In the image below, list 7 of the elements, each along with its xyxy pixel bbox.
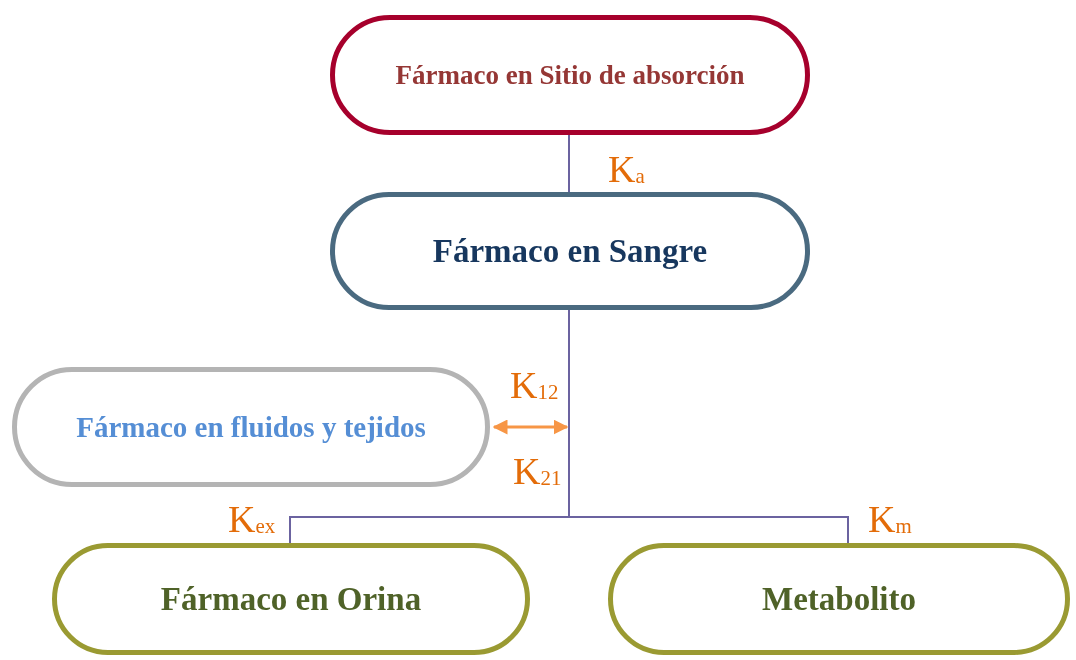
node-label: Fármaco en Sangre bbox=[432, 232, 708, 270]
connector-line bbox=[568, 134, 570, 193]
node-label: Fármaco en Orina bbox=[160, 580, 422, 618]
arrow bbox=[492, 419, 569, 435]
node-label: Fármaco en fluidos y tejidos bbox=[76, 410, 426, 444]
node-label: Metabolito bbox=[762, 580, 916, 618]
node-label: Fármaco en Sitio de absorción bbox=[395, 59, 745, 91]
